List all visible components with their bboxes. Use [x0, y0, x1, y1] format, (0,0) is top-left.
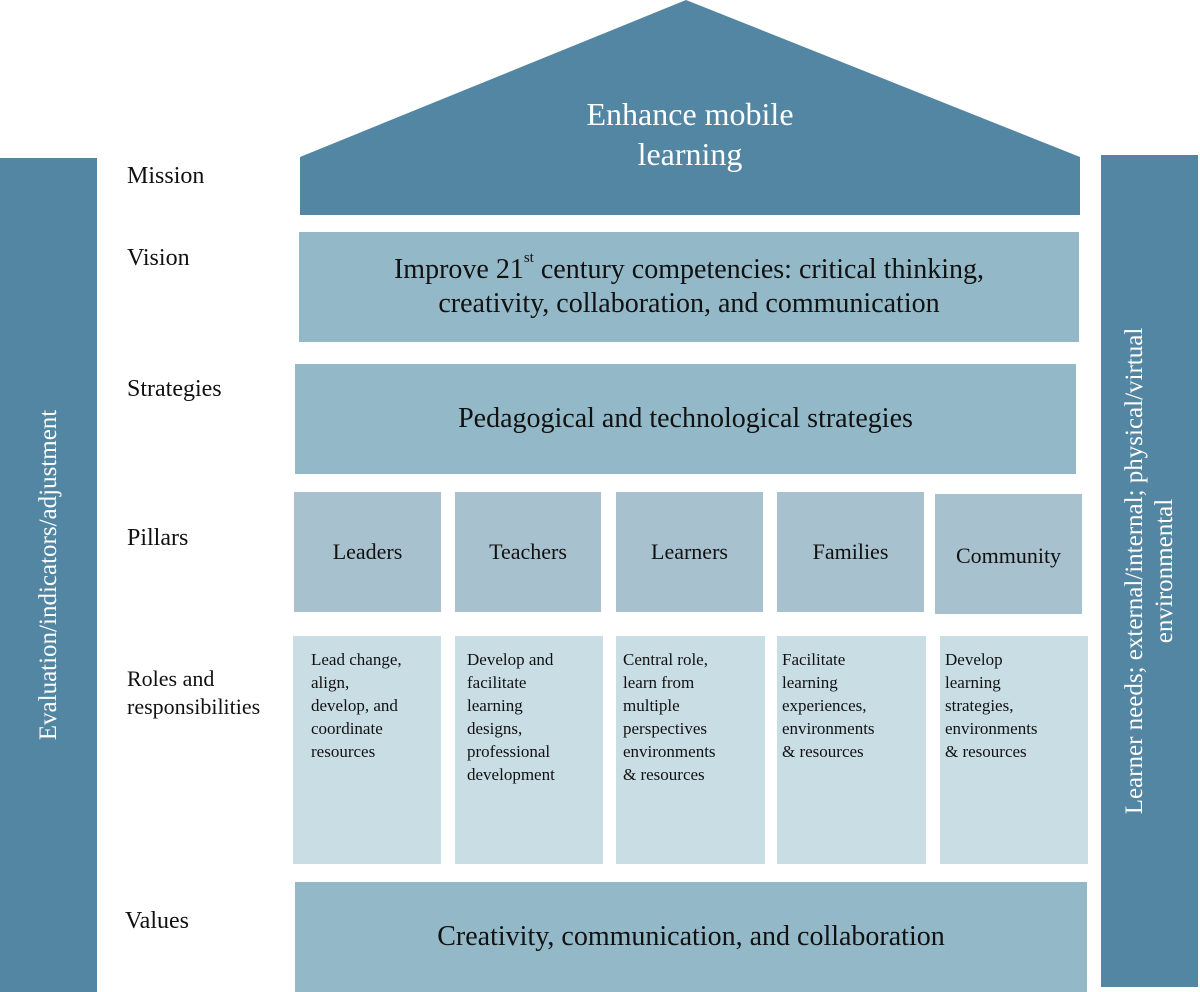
- learner-needs-label: Learner needs; external/internal; physic…: [1120, 328, 1180, 815]
- pillar-leaders-label: Leaders: [332, 539, 403, 564]
- role-families: Facilitate learning experiences, environ…: [777, 636, 926, 864]
- learner-needs-line1: Learner needs; external/internal; physic…: [1120, 327, 1148, 815]
- vision-line2: creativity, collaboration, and communica…: [438, 288, 940, 319]
- role-learners: Central role, learn from multiple perspe…: [616, 636, 765, 864]
- mission-line1: Enhance mobile: [586, 96, 794, 132]
- evaluation-side-bar: Evaluation/indicators/adjustment: [0, 158, 97, 992]
- role-leaders-text: Lead change, align, develop, and coordin…: [311, 650, 402, 761]
- role-community-text: Develop learning strategies, environment…: [945, 650, 1038, 761]
- pillar-teachers: Teachers: [455, 492, 601, 612]
- role-learners-text: Central role, learn from multiple perspe…: [623, 650, 716, 784]
- label-values: Values: [125, 908, 189, 934]
- vision-superscript: st: [523, 249, 534, 266]
- pillar-learners-label: Learners: [651, 539, 728, 564]
- label-mission: Mission: [127, 163, 205, 189]
- pillar-learners: Learners: [616, 492, 763, 612]
- pillar-families-label: Families: [812, 539, 889, 564]
- role-families-text: Facilitate learning experiences, environ…: [782, 650, 875, 761]
- label-roles: Roles and responsibilities: [127, 665, 260, 721]
- learner-needs-line2: environmental: [1150, 498, 1178, 644]
- mission-roof: [300, 0, 1080, 215]
- mission-line2: learning: [637, 136, 743, 172]
- vision-line1: Improve 21st century competencies: criti…: [393, 249, 985, 285]
- strategies-text: Pedagogical and technological strategies: [458, 403, 913, 434]
- pillar-community-label: Community: [955, 543, 1062, 568]
- strategies-band: Pedagogical and technological strategies: [295, 364, 1076, 474]
- label-strategies: Strategies: [127, 376, 222, 402]
- role-teachers: Develop and facilitate learning designs,…: [455, 636, 603, 864]
- pillar-leaders: Leaders: [294, 492, 441, 612]
- label-roles-line1: Roles and: [127, 666, 215, 691]
- label-roles-line2: responsibilities: [127, 694, 261, 719]
- values-band: Creativity, communication, and collabora…: [295, 882, 1087, 992]
- mission-text: Enhance mobile learning: [560, 94, 820, 174]
- values-text: Creativity, communication, and collabora…: [437, 921, 945, 952]
- evaluation-label: Evaluation/indicators/adjustment: [34, 409, 62, 741]
- vision-band: Improve 21st century competencies: criti…: [299, 232, 1079, 342]
- pillar-community: Community: [935, 494, 1082, 614]
- vision-text: Improve 21st century competencies: criti…: [393, 249, 985, 321]
- label-vision: Vision: [127, 245, 190, 271]
- pillar-teachers-label: Teachers: [489, 539, 567, 564]
- role-teachers-text: Develop and facilitate learning designs,…: [467, 650, 555, 784]
- pillar-families: Families: [777, 492, 924, 612]
- role-community: Develop learning strategies, environment…: [940, 636, 1088, 864]
- learner-needs-side-bar: Learner needs; external/internal; physic…: [1101, 155, 1198, 987]
- label-pillars: Pillars: [127, 525, 189, 551]
- role-leaders: Lead change, align, develop, and coordin…: [293, 636, 441, 864]
